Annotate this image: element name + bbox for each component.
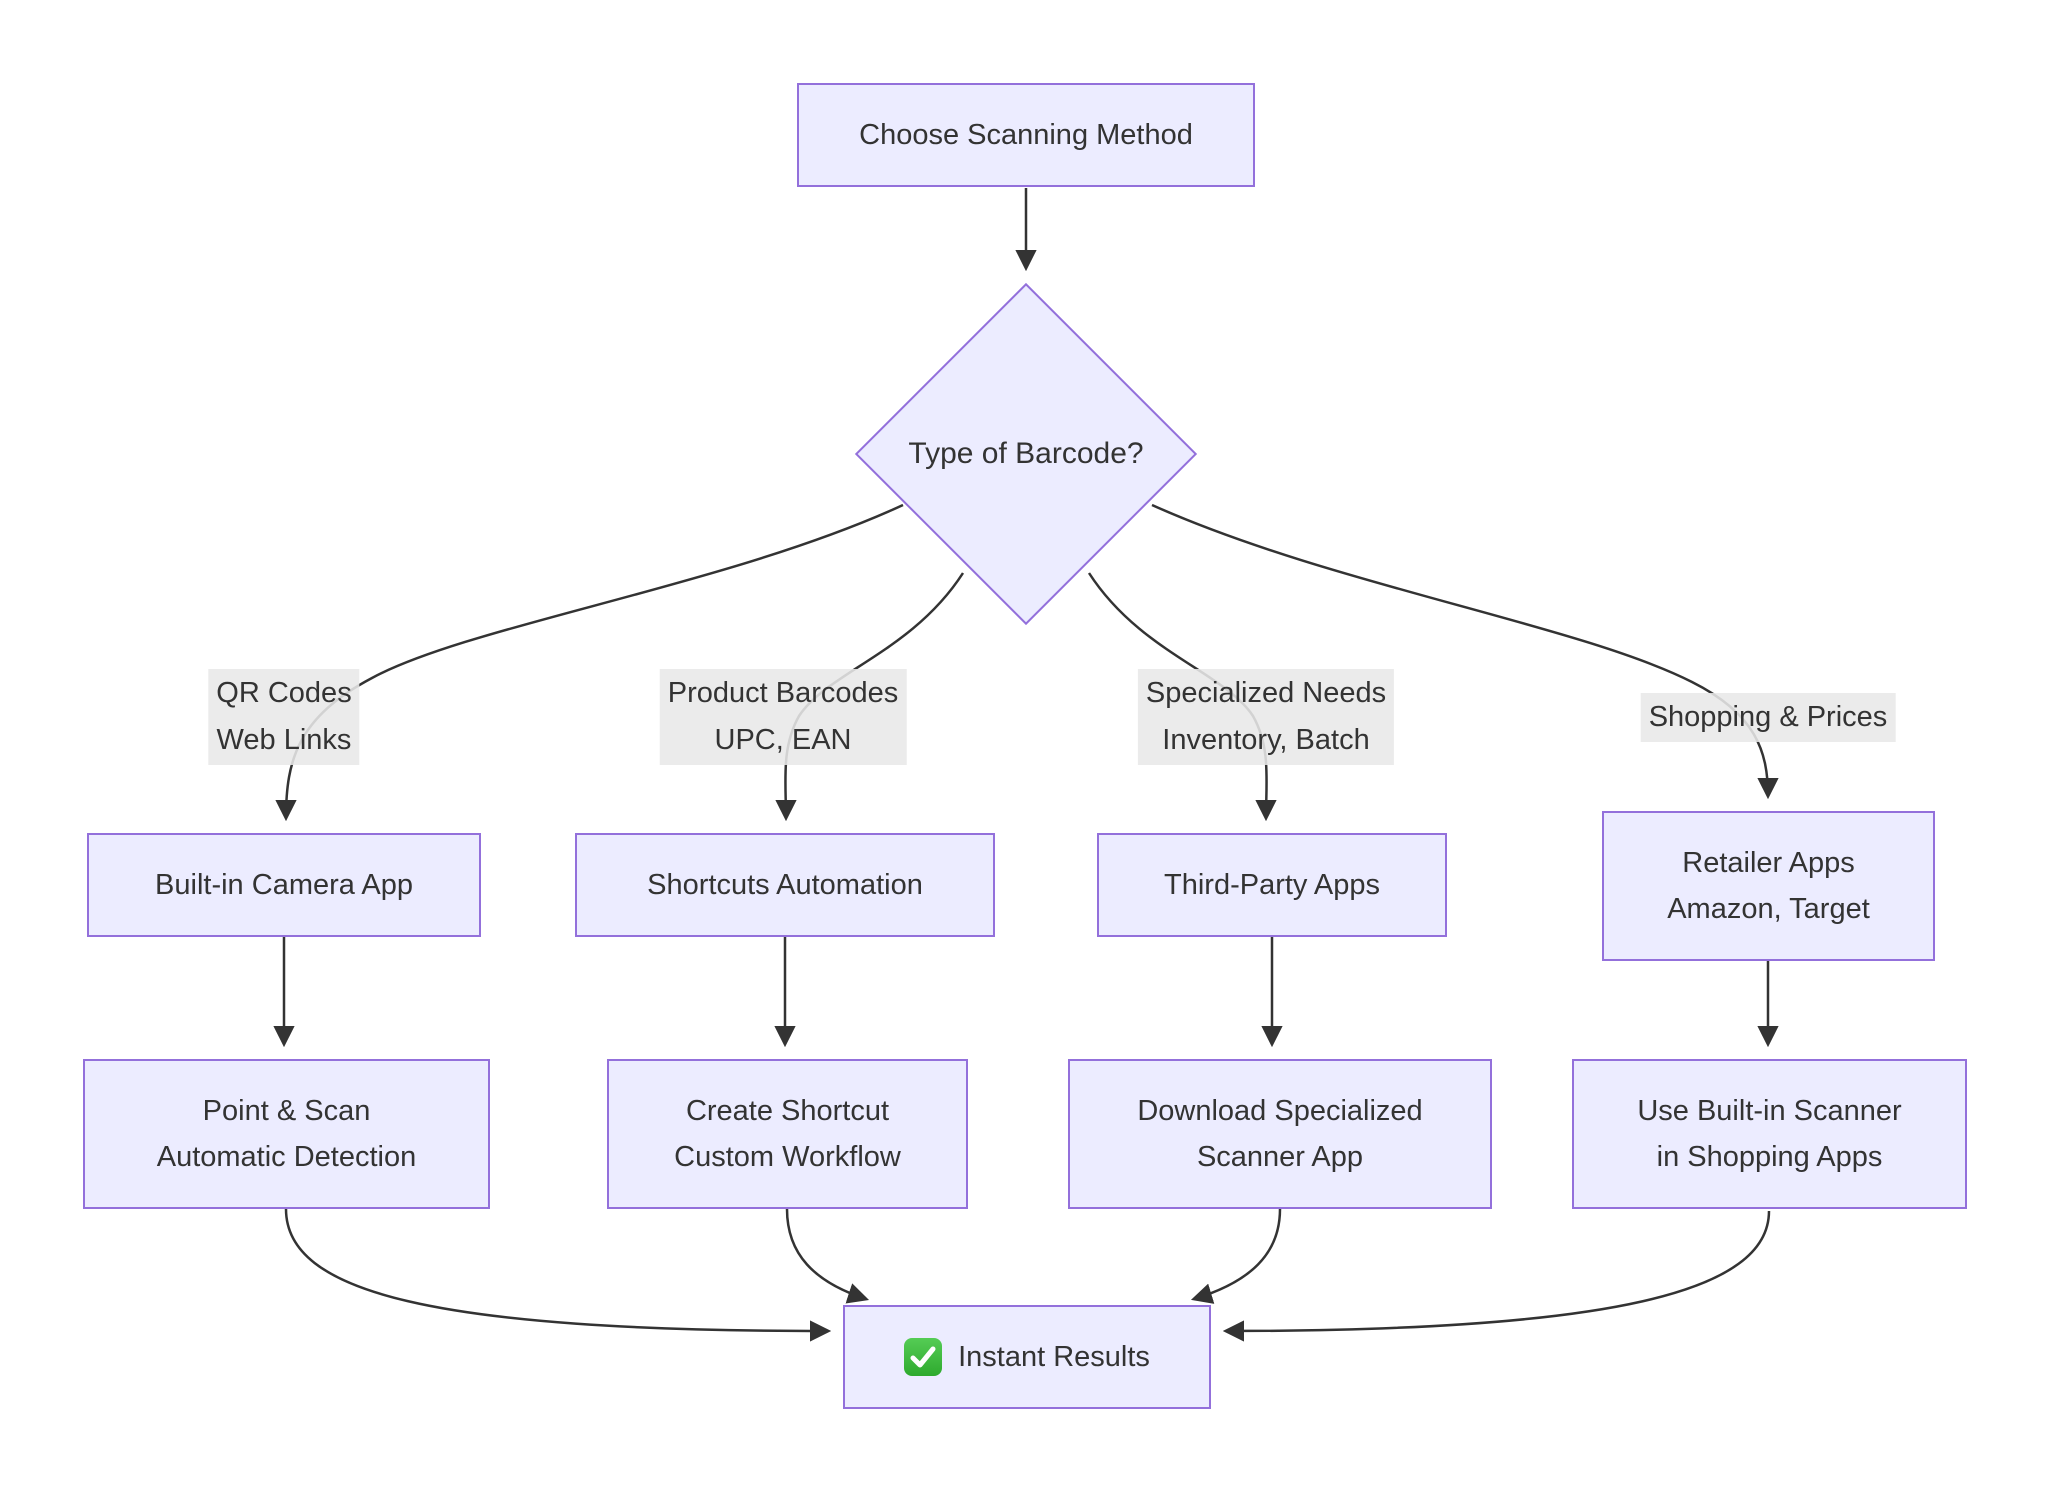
node-label: Built-in Camera App — [155, 869, 413, 901]
node-label: Download Specialized — [1137, 1095, 1423, 1127]
node-label: Shortcuts Automation — [647, 869, 923, 901]
edge-label-shopping-prices: Shopping & Prices — [1640, 693, 1896, 742]
node-built-in-camera-app: Built-in Camera App — [87, 833, 481, 937]
edge-label-line: Product Barcodes — [667, 677, 899, 709]
node-third-party-apps: Third-Party Apps — [1097, 833, 1447, 937]
result-row: Instant Results — [904, 1334, 1150, 1380]
node-retailer-apps: Retailer Apps Amazon, Target — [1602, 811, 1935, 961]
node-label: Retailer Apps — [1682, 847, 1855, 879]
node-label: Scanner App — [1196, 1141, 1364, 1173]
node-choose-scanning-method: Choose Scanning Method — [797, 83, 1255, 187]
edge-label-line: UPC, EAN — [714, 724, 852, 756]
edge-label-specialized-needs: Specialized Needs Inventory, Batch — [1137, 669, 1395, 765]
edge-label-line: Inventory, Batch — [1162, 724, 1370, 756]
edge-label-line: QR Codes — [216, 677, 352, 709]
node-instant-results: Instant Results — [843, 1305, 1211, 1409]
edge-label-line: Web Links — [216, 724, 352, 756]
node-point-and-scan: Point & Scan Automatic Detection — [83, 1059, 490, 1209]
node-label: Choose Scanning Method — [859, 119, 1193, 151]
node-create-shortcut: Create Shortcut Custom Workflow — [607, 1059, 968, 1209]
node-label: Point & Scan — [202, 1095, 371, 1127]
node-shortcuts-automation: Shortcuts Automation — [575, 833, 995, 937]
edge-create-to-result — [785, 1208, 870, 1304]
node-type-of-barcode: Type of Barcode? — [854, 282, 1198, 626]
node-label: Custom Workflow — [674, 1141, 901, 1173]
node-label: Use Built-in Scanner — [1637, 1095, 1902, 1127]
node-label: Third-Party Apps — [1164, 869, 1380, 901]
edge-label-product-barcodes: Product Barcodes UPC, EAN — [659, 669, 907, 765]
node-label: Automatic Detection — [156, 1141, 417, 1173]
edge-download-to-result — [1190, 1208, 1282, 1304]
edge-label-line: Shopping & Prices — [1648, 701, 1888, 733]
node-label: in Shopping Apps — [1656, 1141, 1883, 1173]
edge-pointscan-to-result — [284, 1208, 832, 1342]
edge-usescanner-to-result — [1222, 1210, 1771, 1342]
edge-label-qr-codes: QR Codes Web Links — [208, 669, 360, 765]
node-download-specialized: Download Specialized Scanner App — [1068, 1059, 1492, 1209]
node-label: Type of Barcode? — [908, 437, 1144, 470]
node-use-built-in-scanner: Use Built-in Scanner in Shopping Apps — [1572, 1059, 1967, 1209]
node-label: Create Shortcut — [685, 1095, 890, 1127]
node-label: Amazon, Target — [1667, 893, 1870, 925]
node-label: Instant Results — [958, 1341, 1150, 1373]
check-mark-icon — [904, 1338, 943, 1376]
edge-decision-to-camera — [275, 503, 904, 822]
edge-label-line: Specialized Needs — [1145, 677, 1387, 709]
